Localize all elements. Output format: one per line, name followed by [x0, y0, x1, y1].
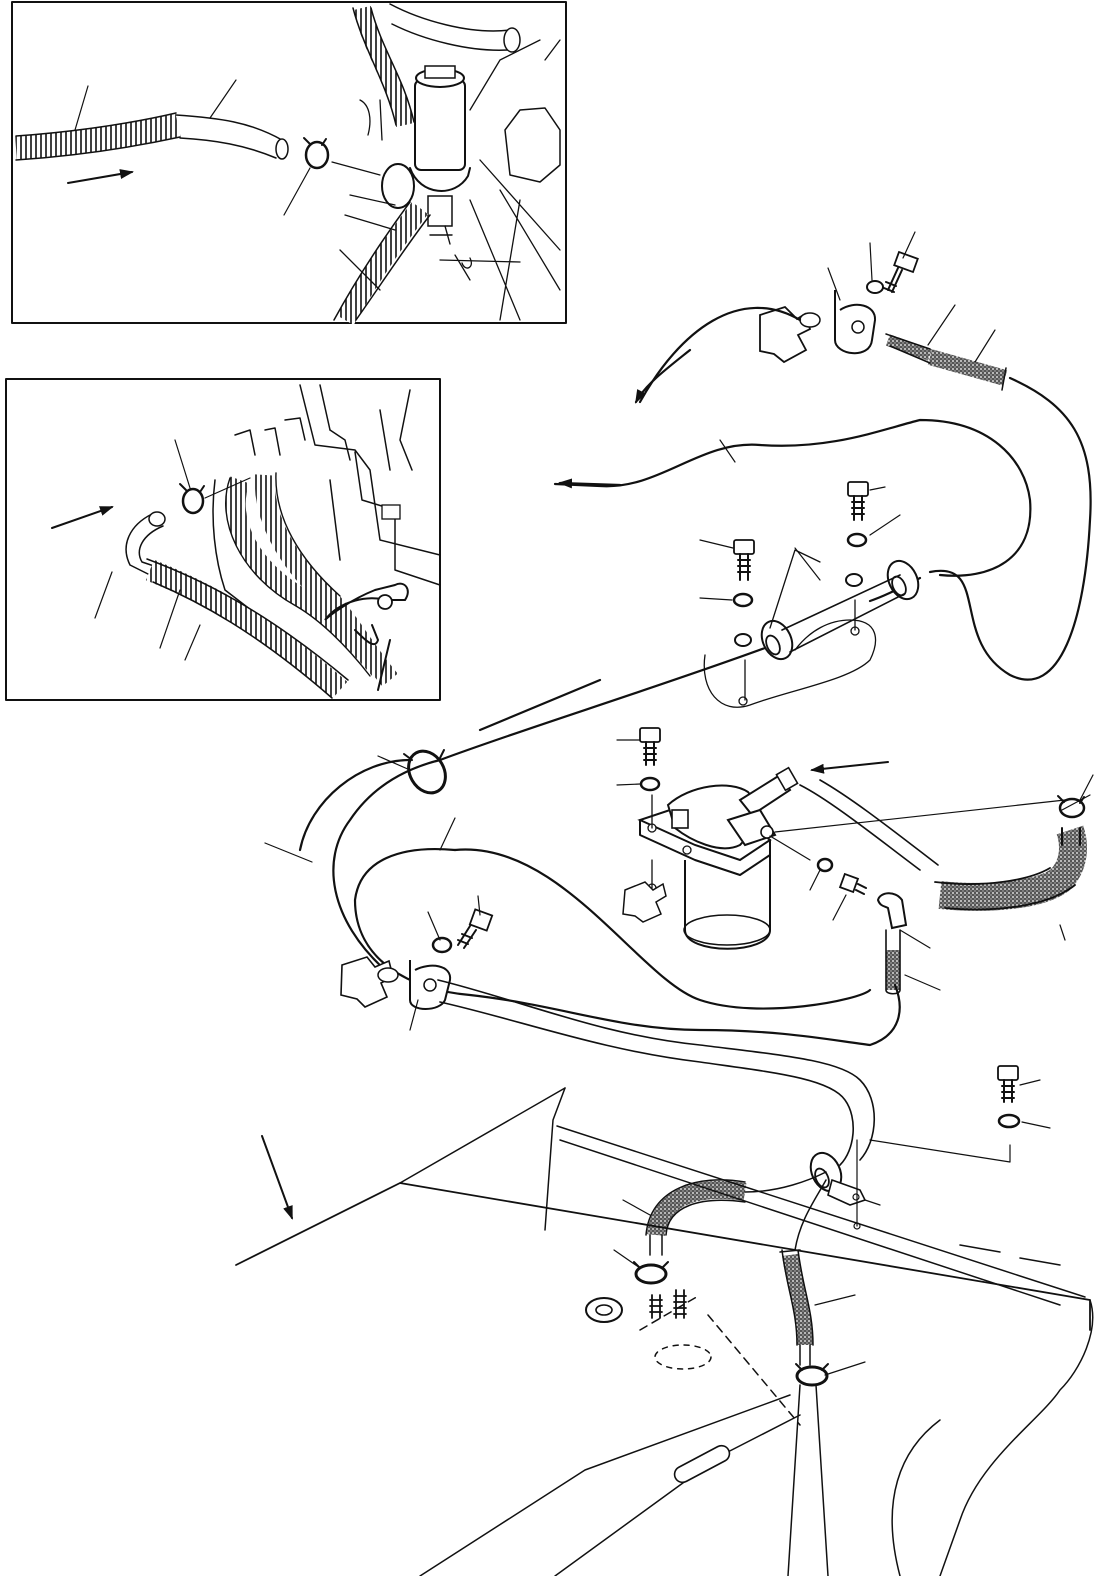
flow-arrow-icon	[67, 169, 134, 184]
washer-icon	[997, 1113, 1021, 1129]
grommet	[760, 559, 920, 661]
detail-middle-left	[5, 378, 441, 701]
washer-icon	[431, 936, 453, 954]
hose-clamp-icon	[795, 1363, 829, 1387]
hose-clamp-icon	[303, 137, 330, 170]
hose	[125, 513, 164, 576]
hose-clamp-icon	[633, 1261, 669, 1285]
main-assembly	[235, 231, 1094, 1576]
flow-arrow-icon	[261, 1135, 293, 1220]
flow-arrow-icon	[810, 761, 889, 774]
sediment-filter	[381, 65, 471, 245]
washer-icon	[732, 592, 754, 647]
hose-clamp-icon	[179, 483, 205, 515]
clip-icon	[759, 290, 877, 364]
bolt-icon	[733, 539, 755, 581]
hose-clamp-icon	[403, 749, 447, 795]
elbow-fitting-icon	[876, 892, 908, 930]
fuel-filter	[622, 766, 799, 950]
clip-icon	[340, 956, 452, 1010]
bolt-icon	[847, 481, 869, 521]
clip-icon	[324, 582, 409, 691]
bolt-icon	[883, 250, 919, 293]
hose	[175, 114, 283, 159]
washer-icon	[845, 532, 868, 587]
fuel-tank	[235, 1087, 1094, 1576]
washer-icon	[639, 776, 661, 792]
pipe-fitting-icon	[838, 872, 867, 895]
bolt-icon	[997, 1065, 1019, 1103]
flow-arrow-icon	[51, 506, 114, 529]
washer-icon	[816, 857, 834, 873]
bolt-icon	[639, 727, 661, 766]
corrugated-tube	[15, 113, 181, 160]
pipe-fitting-icon	[585, 1289, 712, 1370]
bolt-icon	[457, 908, 494, 949]
washer-icon	[866, 280, 884, 294]
detail-upper-left	[11, 1, 567, 325]
